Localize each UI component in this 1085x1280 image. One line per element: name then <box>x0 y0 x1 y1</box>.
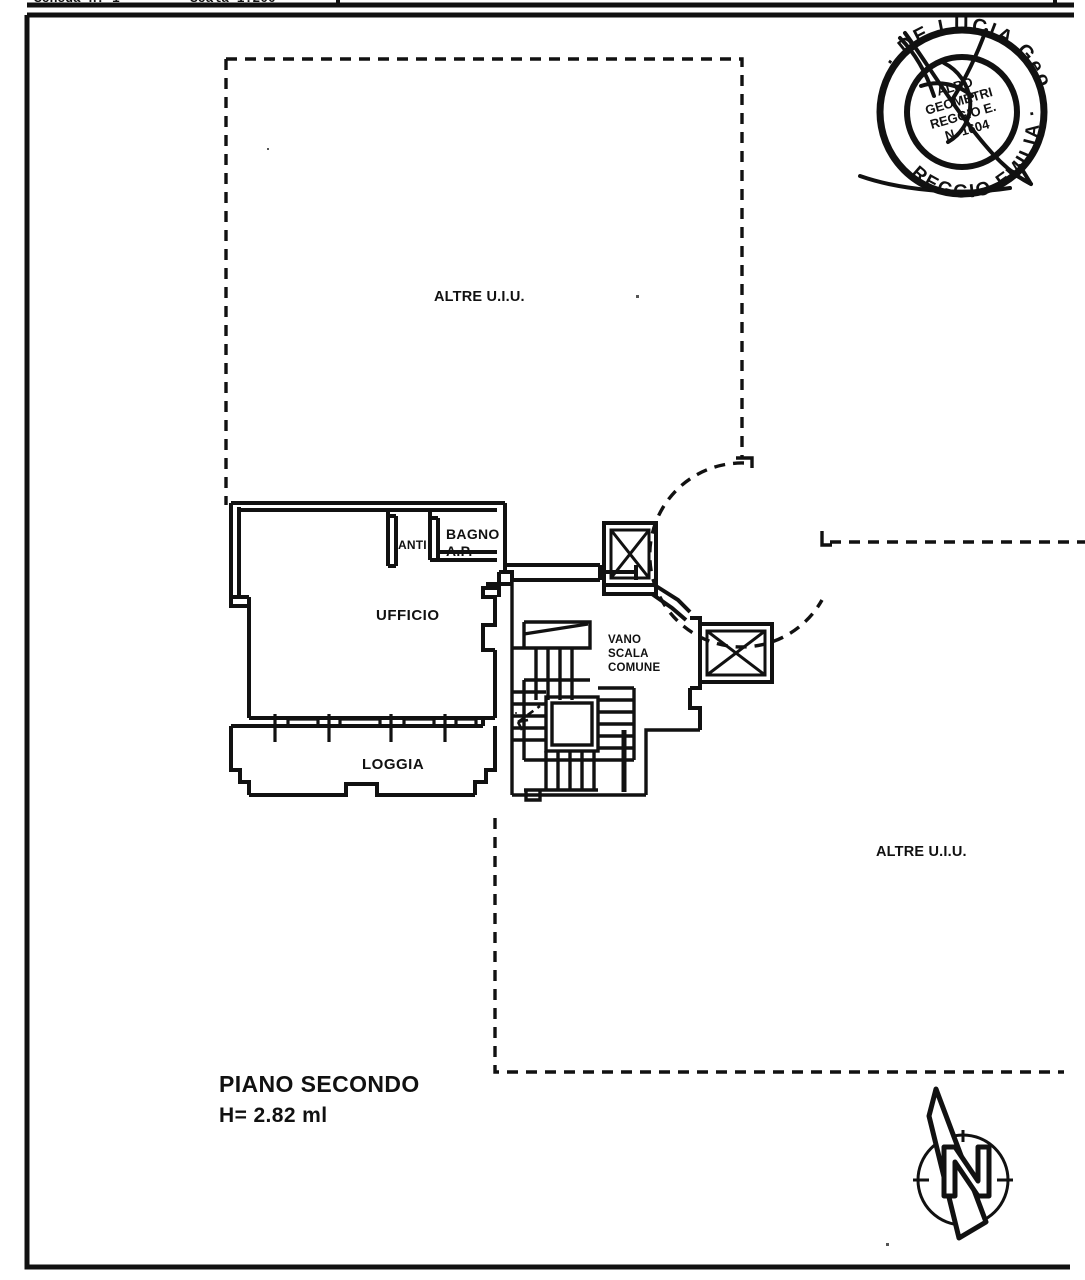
shaft-connectors <box>650 584 702 730</box>
room-label-bagno-line2: A.P. <box>446 543 473 559</box>
room-label-vano-line3: COMUNE <box>608 662 660 674</box>
room-label-vano-line1: VANO <box>608 634 641 646</box>
shaft-upper <box>602 521 658 596</box>
boundary-lower <box>493 818 1064 1074</box>
scale-label: Scala 1:200 <box>190 0 276 6</box>
room-label-vano-line2: SCALA <box>608 648 649 660</box>
north-letter <box>941 1144 992 1199</box>
floor-title: PIANO SECONDO <box>219 1071 420 1097</box>
boundary-upper-rect <box>226 57 744 458</box>
other-unit-annotations: ALTRE U.I.U. ALTRE U.I.U. <box>434 289 967 860</box>
stamp-outer-top: · DE LUCIA Geom. <box>0 0 1057 345</box>
boundary-jogs <box>736 456 832 547</box>
annotation-altre-uiu-top: ALTRE U.I.U. <box>434 289 525 305</box>
room-label-ufficio: UFFICIO <box>376 607 440 624</box>
signature-stroke <box>858 28 1033 194</box>
stair-core <box>510 580 700 802</box>
surveyor-stamp: · DE LUCIA Geom. REGGIO EMILIA · ALBO GE… <box>0 0 1061 345</box>
page-frame <box>24 0 1074 1270</box>
boundary-circle-arc <box>648 461 824 649</box>
room-label-bagno-line1: BAGNO <box>446 526 500 542</box>
floor-height: H= 2.82 ml <box>219 1104 327 1127</box>
apartment-walls <box>229 501 638 797</box>
annotation-altre-uiu-bottom: ALTRE U.I.U. <box>876 844 967 860</box>
room-label-anti: ANTI <box>398 538 427 552</box>
sheet-number-label: Scheda n. 1 <box>34 0 120 6</box>
title-block: PIANO SECONDO H= 2.82 ml <box>219 1071 420 1127</box>
scan-specks <box>267 148 889 1246</box>
header-row: Scheda n. 1 Scala 1:200 <box>34 0 276 6</box>
north-arrow <box>913 1086 1013 1241</box>
room-labels: UFFICIO LOGGIA BAGNO A.P. ANTI VANO SCAL… <box>362 526 660 773</box>
shaft-lower <box>690 616 774 690</box>
room-label-loggia: LOGGIA <box>362 756 424 773</box>
loggia-openings <box>273 714 478 742</box>
